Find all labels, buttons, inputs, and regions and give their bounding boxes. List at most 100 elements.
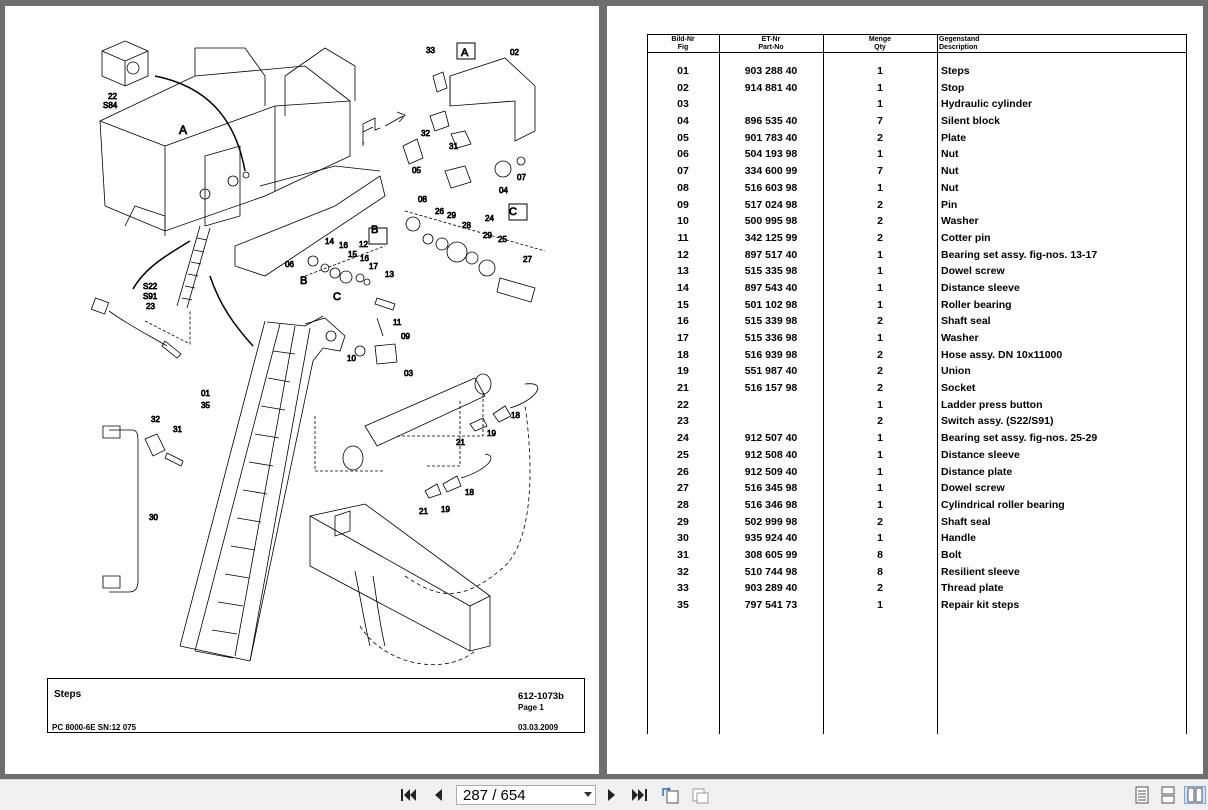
first-page-button[interactable] bbox=[398, 786, 418, 804]
drawing-page: 22 S84 A S22 S91 23 01 35 32 31 30 33 A … bbox=[5, 6, 599, 774]
label-30: 30 bbox=[149, 513, 158, 522]
label-24: 24 bbox=[485, 214, 494, 223]
label-03: 03 bbox=[404, 369, 413, 378]
row-quantity: 2 bbox=[877, 198, 883, 211]
row-quantity: 1 bbox=[877, 398, 883, 411]
label-s84: S84 bbox=[103, 101, 118, 110]
label-07: 07 bbox=[517, 173, 526, 182]
continuous-view-button[interactable] bbox=[1158, 786, 1178, 804]
rotate-counterclockwise-icon bbox=[692, 788, 709, 804]
row-part-number: 897 517 40 bbox=[744, 248, 798, 261]
single-page-view-button[interactable] bbox=[1132, 786, 1152, 804]
page-number-field[interactable] bbox=[456, 785, 596, 805]
prev-page-icon bbox=[435, 789, 442, 801]
row-fig: 21 bbox=[677, 382, 689, 395]
row-description: Bearing set assy. fig-nos. 13-17 bbox=[941, 248, 1098, 261]
label-29a: 29 bbox=[447, 211, 456, 220]
label-10: 10 bbox=[347, 354, 356, 363]
row-description: Handle bbox=[941, 532, 977, 545]
label-31-handle: 31 bbox=[173, 425, 182, 434]
drawing-code: 612-1073b bbox=[518, 691, 564, 702]
rotate-clockwise-button[interactable] bbox=[660, 786, 680, 804]
header-fig-de: Bild-Nr bbox=[671, 36, 695, 43]
row-part-number: 515 335 98 bbox=[744, 265, 798, 278]
label-21b: 21 bbox=[419, 507, 428, 516]
row-fig: 06 bbox=[677, 148, 689, 161]
row-fig: 29 bbox=[677, 515, 689, 528]
label-25: 25 bbox=[498, 235, 507, 244]
row-description: Cotter pin bbox=[941, 231, 991, 244]
row-part-number: 896 535 40 bbox=[744, 115, 798, 128]
row-quantity: 1 bbox=[877, 448, 883, 461]
pin-illustration bbox=[354, 317, 398, 365]
exploded-parts-drawing: 22 S84 A S22 S91 23 01 35 32 31 30 33 A … bbox=[90, 40, 546, 665]
row-quantity: 2 bbox=[877, 382, 883, 395]
callout-c: C bbox=[333, 291, 341, 303]
row-fig: 10 bbox=[677, 215, 689, 228]
row-description: Dowel screw bbox=[941, 482, 1005, 495]
row-fig: 17 bbox=[677, 332, 689, 344]
row-fig: 15 bbox=[677, 298, 689, 311]
stop-bracket-illustration bbox=[362, 42, 536, 189]
row-part-number: 515 339 98 bbox=[744, 315, 798, 328]
bearing-set-c-illustration bbox=[404, 203, 546, 303]
label-09: 09 bbox=[401, 332, 410, 341]
row-part-number: 912 508 40 bbox=[744, 448, 798, 461]
label-19a: 19 bbox=[487, 429, 496, 438]
parts-list-page: Bild-Nr Fig ET-Nr Part-No Menge Qty Gege… bbox=[607, 6, 1203, 774]
row-fig: 04 bbox=[677, 115, 689, 128]
row-quantity: 1 bbox=[877, 498, 883, 511]
chevron-down-icon[interactable] bbox=[584, 792, 592, 797]
label-32: 32 bbox=[421, 129, 430, 138]
row-part-number: 551 987 40 bbox=[744, 365, 798, 378]
row-fig: 28 bbox=[677, 498, 689, 511]
row-description: Union bbox=[941, 365, 971, 378]
row-description: Hose assy. DN 10x11000 bbox=[941, 348, 1063, 361]
row-part-number: 501 102 98 bbox=[744, 298, 798, 311]
label-16b: 16 bbox=[360, 254, 369, 263]
row-fig: 30 bbox=[677, 532, 689, 545]
row-quantity: 1 bbox=[877, 181, 883, 194]
row-quantity: 1 bbox=[877, 298, 883, 311]
row-fig: 08 bbox=[677, 181, 689, 194]
label-18a: 18 bbox=[511, 411, 520, 420]
header-desc-de: Gegenstand bbox=[939, 36, 980, 43]
label-21a: 21 bbox=[456, 438, 465, 447]
row-description: Distance sleeve bbox=[941, 448, 1020, 461]
previous-page-button[interactable] bbox=[428, 786, 448, 804]
first-page-icon bbox=[401, 789, 416, 801]
row-description: Bearing set assy. fig-nos. 25-29 bbox=[941, 432, 1098, 445]
next-page-button[interactable] bbox=[602, 786, 622, 804]
label-06: 06 bbox=[285, 260, 294, 269]
bearing-set-b-illustration bbox=[304, 227, 396, 311]
row-quantity: 2 bbox=[877, 415, 883, 428]
label-16a: 16 bbox=[339, 241, 348, 250]
row-fig: 09 bbox=[677, 198, 689, 211]
pdf-viewer-toolbar bbox=[0, 779, 1208, 810]
rotate-counterclockwise-button[interactable] bbox=[690, 786, 710, 804]
row-description: Stop bbox=[941, 81, 965, 94]
row-quantity: 2 bbox=[877, 348, 883, 361]
row-part-number: 504 193 98 bbox=[744, 148, 798, 161]
page-number-input[interactable] bbox=[457, 786, 579, 804]
row-fig: 05 bbox=[677, 131, 689, 144]
label-14: 14 bbox=[325, 237, 334, 246]
two-page-view-icon bbox=[1187, 787, 1203, 803]
last-page-button[interactable] bbox=[630, 786, 650, 804]
view-arrow-f-label: F bbox=[363, 142, 364, 144]
two-page-view-button[interactable] bbox=[1184, 786, 1206, 804]
row-description: Distance sleeve bbox=[941, 281, 1020, 294]
